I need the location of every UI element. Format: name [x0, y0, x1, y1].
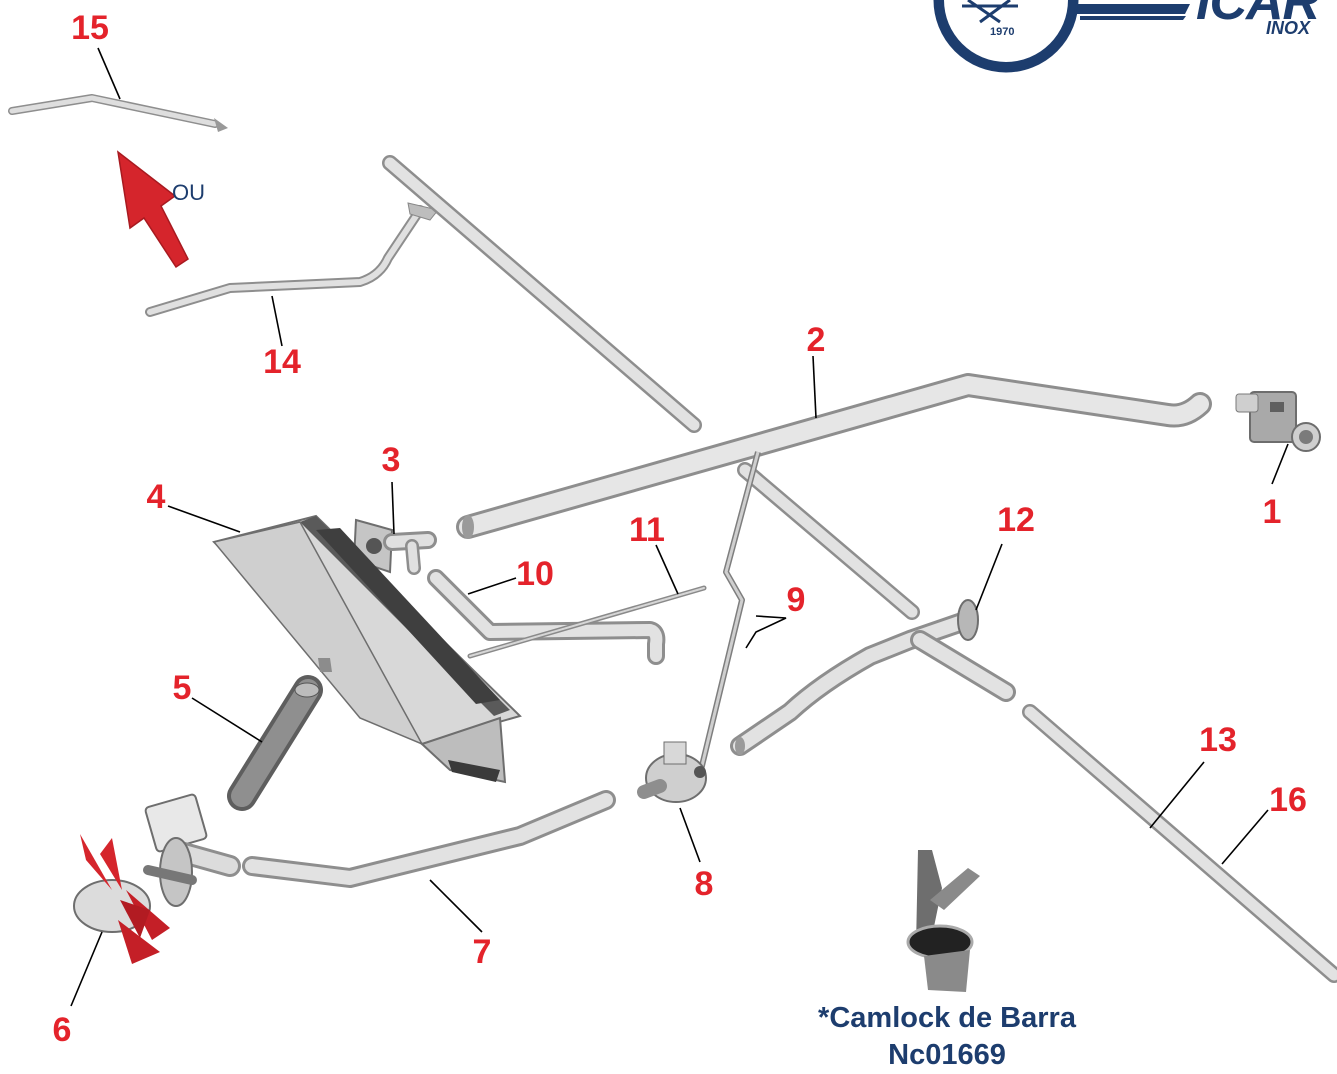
part-5-tube — [227, 675, 323, 811]
company-logo-icon — [933, 0, 1190, 73]
callout-4: 4 — [146, 478, 166, 516]
logo-year: 1970 — [990, 26, 1015, 38]
callout-8: 8 — [694, 865, 714, 903]
part-8-valve — [637, 741, 707, 803]
red-arrow-icon — [116, 150, 189, 269]
callout-15: 15 — [71, 9, 109, 47]
logo-brand: ICAR — [1196, 0, 1320, 31]
callout-1: 1 — [1262, 493, 1282, 531]
leader-lines — [70, 47, 1289, 1007]
part-15-pipe — [8, 94, 228, 132]
callout-7: 7 — [472, 933, 492, 971]
callout-3: 3 — [381, 441, 401, 479]
callout-5: 5 — [172, 669, 192, 707]
part-6-pump — [73, 793, 241, 964]
callout-11: 11 — [629, 511, 665, 549]
caption-line-1: *Camlock de Barra — [818, 1002, 1076, 1034]
callout-12: 12 — [997, 501, 1035, 539]
callout-9: 9 — [786, 581, 806, 619]
callout-13: 13 — [1199, 721, 1237, 759]
part-12-wye — [730, 599, 1016, 756]
part-4-hopper — [212, 514, 522, 784]
camlock-caption: *Camlock de Barra Nc01669 — [818, 1000, 1076, 1074]
part-1-valve — [1235, 391, 1321, 452]
part-9-rod — [697, 451, 761, 775]
part-2-pipe — [456, 373, 1212, 539]
callout-6: 6 — [52, 1011, 72, 1049]
part-10-pipe — [427, 569, 666, 665]
part-11-rod — [467, 585, 707, 659]
callout-16: 16 — [1269, 781, 1307, 819]
camlock-illustration — [906, 850, 980, 992]
callout-14: 14 — [263, 343, 301, 381]
logo-sub: INOX — [1266, 18, 1311, 38]
part-7-pipe — [242, 790, 616, 888]
arrow-label: OU — [172, 180, 205, 205]
callout-10: 10 — [516, 555, 554, 593]
callout-2: 2 — [806, 321, 826, 359]
long-diagonal-pipe — [382, 155, 1337, 983]
part-14-pipe — [145, 202, 439, 317]
caption-line-2: Nc01669 — [888, 1039, 1006, 1071]
